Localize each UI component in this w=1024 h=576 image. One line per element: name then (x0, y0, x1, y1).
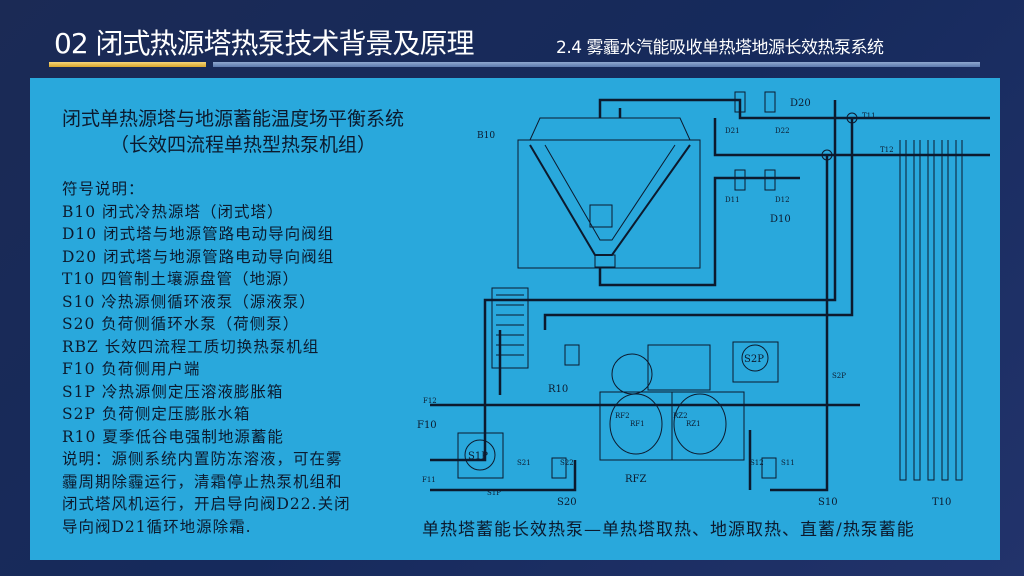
label-t11: T11 (862, 112, 876, 120)
label-s12: S12 (750, 459, 764, 467)
label-rf2: RF2 (615, 412, 630, 420)
label-r10: R10 (548, 384, 568, 395)
heat-pump-unit-rfz (599, 344, 745, 461)
label-t10: T10 (932, 497, 951, 508)
legend-item: F10 负荷侧用户端 (62, 360, 201, 378)
note-line: 霾周期除霾运行，清霜停止热泵机组和 (62, 472, 343, 491)
label-s20: S20 (557, 497, 577, 508)
label-s1p-line: S1P (487, 489, 501, 497)
label-d10: D10 (770, 214, 791, 225)
label-d20: D20 (790, 98, 811, 109)
symbol-legend: 符号说明： B10 闭式冷热源塔（闭式塔） D10 闭式塔与地源管路电动导向阀组… (62, 178, 351, 538)
label-d11: D11 (725, 196, 740, 204)
diagram-caption: 单热塔蓄能长效热泵—单热塔取热、地源取热、直蓄/热泵蓄能 (422, 520, 915, 540)
legend-item: B10 闭式冷热源塔（闭式塔） (62, 202, 284, 221)
pump-s10 (761, 457, 777, 479)
diagram-heading: 闭式单热源塔与地源蓄能温度场平衡系统 (62, 108, 405, 130)
pipes (430, 98, 990, 492)
label-f11: F11 (422, 476, 436, 484)
content-panel (30, 78, 1000, 560)
expansion-tank-s2p (732, 341, 779, 383)
note-line: 说明：源侧系统内置防冻溶液，可在雾 (62, 450, 343, 468)
pump-r10 (564, 344, 580, 366)
label-d12: D12 (775, 196, 790, 204)
label-d22: D22 (775, 127, 790, 135)
label-s22: S22 (560, 459, 574, 467)
label-rz2: RZ2 (673, 412, 688, 420)
label-rfz: RFZ (625, 474, 646, 485)
label-s2p: S2P (744, 354, 764, 365)
label-t12: T12 (880, 146, 894, 154)
title-underline (213, 62, 980, 67)
legend-item: T10 四管制土壤源盘管（地源） (62, 270, 299, 288)
label-s11: S11 (781, 459, 795, 467)
legend-item: S20 负荷侧循环水泵（荷侧泵） (62, 315, 300, 333)
note-line: 闭式塔风机运行，开启导向阀D22.关闭 (62, 495, 351, 513)
legend-item: S1P 冷热源侧定压溶液膨胀箱 (62, 382, 284, 401)
pump-s20 (551, 457, 567, 479)
label-d21: D21 (725, 127, 740, 135)
label-f12: F12 (423, 397, 437, 405)
legend-item: D20 闭式塔与地源管路电动导向阀组 (62, 247, 335, 266)
label-s2p-line: S2P (832, 372, 846, 380)
label-s10: S10 (818, 497, 838, 508)
legend-item: R10 夏季低谷电强制地源蓄能 (62, 427, 284, 446)
label-b10: B10 (477, 131, 495, 141)
legend-item: D10 闭式塔与地源管路电动导向阀组 (62, 225, 335, 243)
legend-title: 符号说明： (62, 180, 145, 198)
note-line: 导向阀D21循环地源除霜. (62, 517, 252, 536)
label-s21: S21 (517, 459, 531, 467)
closed-tower-b10 (517, 117, 701, 269)
legend-item: S2P 负荷侧定压膨胀水箱 (62, 405, 251, 423)
label-rf1: RF1 (630, 420, 645, 428)
ground-coils-t10 (899, 140, 963, 481)
title-underline-accent (49, 62, 206, 67)
plate-exchanger-r10 (491, 287, 529, 369)
page-title: 02 闭式热源塔热泵技术背景及原理 (54, 27, 475, 60)
legend-item: RBZ 长效四流程工质切换热泵机组 (62, 337, 320, 356)
label-rz1: RZ1 (686, 420, 701, 428)
expansion-tank-s1p (457, 432, 504, 479)
label-s1p: S1P (468, 451, 488, 462)
legend-item: S10 冷热源侧循环液泵（源液泵） (62, 292, 316, 311)
page-subtitle: 2.4 雾霾水汽能吸收单热塔地源长效热泵系统 (556, 38, 884, 58)
diagram-subheading: （长效四流程单热型热泵机组） (110, 134, 377, 156)
label-f10: F10 (417, 420, 437, 431)
valve-groups (734, 91, 858, 191)
